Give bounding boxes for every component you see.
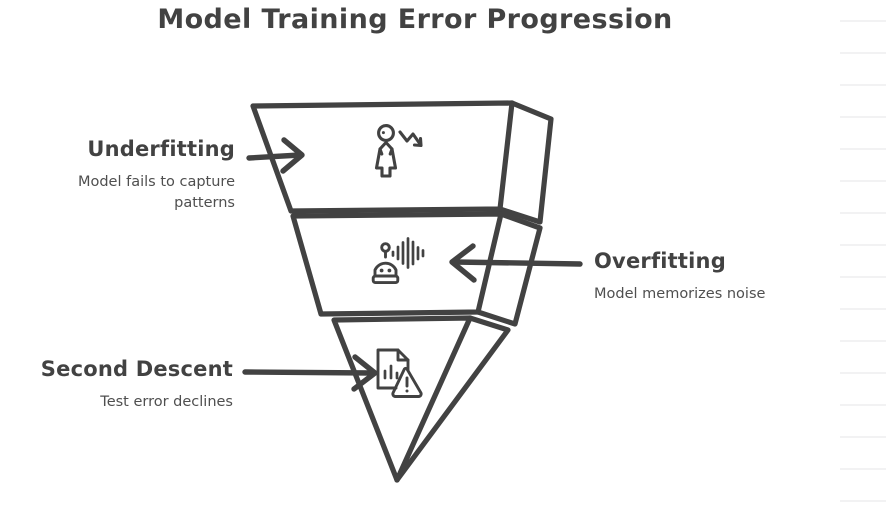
stage-1-side-face xyxy=(497,100,554,225)
page-title: Model Training Error Progression xyxy=(157,4,673,35)
stage-3-front-face xyxy=(331,315,473,483)
annotation-overfitting[interactable]: Overfitting Model memorizes noise xyxy=(594,249,854,305)
stage-2-side-face xyxy=(475,211,543,327)
arrow-second-descent xyxy=(242,354,378,392)
annotation-overfitting-title: Overfitting xyxy=(594,249,726,273)
annotation-overfitting-description: Model memorizes noise xyxy=(594,286,766,302)
funnel-stage-overfitting[interactable] xyxy=(290,211,543,327)
document-bar-chart-warning-icon xyxy=(376,348,423,398)
annotation-second-descent-description: Test error declines xyxy=(100,394,233,410)
arrow-underfitting xyxy=(246,137,305,174)
robot-waveform-icon xyxy=(371,237,425,285)
annotation-second-descent-title: Second Descent xyxy=(40,357,233,381)
annotation-second-descent[interactable]: Second Descent Test error declines xyxy=(0,357,233,413)
annotation-underfitting-title: Underfitting xyxy=(87,137,235,161)
arrow-overfitting xyxy=(449,243,583,283)
funnel-stage-second-descent[interactable] xyxy=(331,315,511,483)
stage-3-side-face xyxy=(394,315,511,483)
annotation-underfitting-description: Model fails to capture patterns xyxy=(77,174,235,212)
funnel-stage-underfitting[interactable] xyxy=(250,100,554,225)
person-declining-arrow-icon xyxy=(374,124,423,178)
annotation-underfitting[interactable]: Underfitting Model fails to capture patt… xyxy=(0,137,235,214)
